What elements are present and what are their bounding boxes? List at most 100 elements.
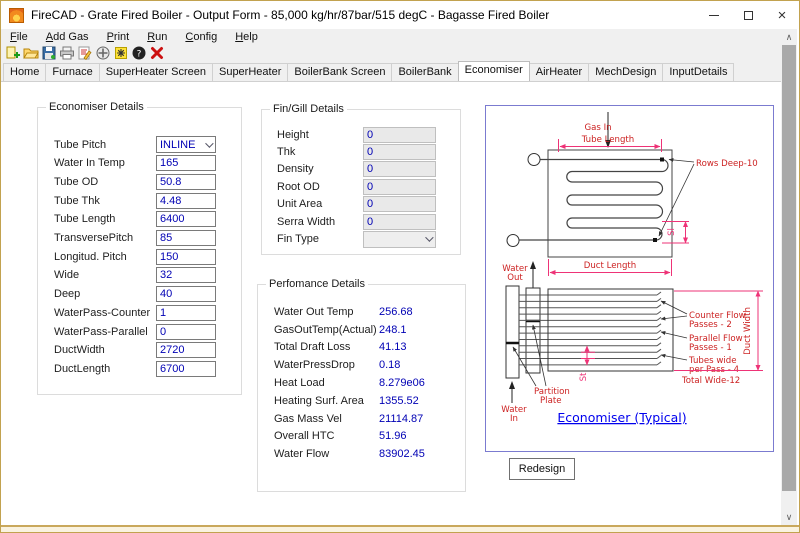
tube-od-input[interactable]	[156, 174, 216, 191]
tab-home[interactable]: Home	[3, 63, 47, 81]
minimize-icon	[709, 14, 719, 16]
menu-file[interactable]: File	[10, 31, 28, 43]
help-icon[interactable]: ?	[130, 45, 148, 61]
print-icon[interactable]	[58, 45, 76, 61]
scroll-down-icon[interactable]: ∨	[785, 511, 793, 522]
water-press-drop-value: 0.18	[379, 359, 401, 372]
redesign-button[interactable]: Redesign	[509, 458, 575, 480]
partition-plate-label-1: Partition	[534, 387, 570, 397]
tab-boilerbank[interactable]: BoilerBank	[391, 63, 459, 81]
water-in-temp-input[interactable]	[156, 155, 216, 172]
tube-pitch-select[interactable]: INLINE	[156, 136, 216, 153]
tab-inputdetails[interactable]: InputDetails	[662, 63, 735, 81]
tab-superheater[interactable]: SuperHeater	[211, 63, 289, 81]
field-row: Height	[277, 126, 454, 143]
counter-flow-label-1: Counter Flow	[689, 311, 746, 321]
field-label: Tube Thk	[54, 194, 100, 207]
fin-unit-area-input	[363, 196, 436, 213]
new-file-icon[interactable]	[4, 45, 22, 61]
scrollbar-thumb[interactable]	[782, 45, 796, 491]
exit-icon[interactable]	[148, 45, 166, 61]
wide-input[interactable]	[156, 267, 216, 284]
partition-plate-label-2: Plate	[540, 396, 562, 406]
menu-print[interactable]: Print	[106, 31, 130, 43]
duct-width-dim-ticks	[674, 290, 763, 371]
field-row: WaterPass-Parallel	[54, 322, 235, 341]
waterpass-parallel-input[interactable]	[156, 323, 216, 340]
menu-config[interactable]: Config	[185, 31, 218, 43]
perf-label: Heat Load	[274, 377, 325, 390]
tab-mechdesign[interactable]: MechDesign	[588, 63, 664, 81]
menu-help[interactable]: Help	[235, 31, 258, 43]
field-label: Tube Pitch	[54, 138, 107, 151]
field-row: Tube Length	[54, 210, 235, 229]
tab-superheater-screen[interactable]: SuperHeater Screen	[98, 63, 213, 81]
menu-run[interactable]: Run	[147, 31, 168, 43]
field-label: Longitud. Pitch	[54, 250, 127, 263]
group-title: Perfomance Details	[266, 278, 368, 290]
tab-furnace[interactable]: Furnace	[45, 63, 100, 81]
water-out-label: Water	[502, 264, 528, 274]
duct-length-input[interactable]	[156, 360, 216, 377]
duct-width-label: Duct Width	[743, 307, 753, 355]
close-button[interactable]: ×	[765, 1, 799, 29]
minimize-button[interactable]	[697, 1, 731, 29]
duct-width-input[interactable]	[156, 342, 216, 359]
field-label: Root OD	[277, 180, 320, 193]
rows-deep-leader-2	[658, 163, 695, 237]
vertical-scrollbar[interactable]: ∧ ∨	[781, 29, 797, 525]
field-row: Thk	[277, 143, 454, 161]
fin-gill-details-group: Fin/Gill Details Height Thk Density Root…	[261, 103, 461, 255]
field-row: Serra Width	[277, 213, 454, 230]
gas-out-temp-value: 248.1	[379, 323, 407, 336]
gas-mass-vel-value: 21114.87	[379, 412, 424, 425]
run-calc-icon[interactable]	[112, 45, 130, 61]
tab-economiser[interactable]: Economiser	[457, 61, 530, 81]
total-draft-loss-value: 41.13	[379, 341, 407, 354]
tube-length-input[interactable]	[156, 211, 216, 228]
tab-airheater[interactable]: AirHeater	[528, 63, 590, 81]
fin-thk-input	[363, 144, 436, 161]
transverse-pitch-input[interactable]	[156, 230, 216, 247]
add-circle-icon[interactable]	[94, 45, 112, 61]
tubes-wide-label-1: Tubes wide	[688, 356, 737, 366]
water-outlet-header-circle	[527, 153, 541, 166]
counter-flow-leader-1	[660, 300, 688, 315]
duct-plan-outline	[547, 288, 674, 372]
open-folder-icon[interactable]	[22, 45, 40, 61]
field-label: Serra Width	[277, 215, 336, 228]
field-row: TransversePitch	[54, 229, 235, 248]
deep-input[interactable]	[156, 286, 216, 303]
field-label: Water In Temp	[54, 157, 125, 170]
scroll-up-icon[interactable]: ∧	[785, 31, 793, 42]
longitudinal-pitch-input[interactable]	[156, 248, 216, 265]
menu-add-gas[interactable]: Add Gas	[45, 31, 89, 43]
field-row: Wide	[54, 266, 235, 285]
field-row: Tube Thk	[54, 191, 235, 210]
economiser-typical-link[interactable]: Economiser (Typical)	[557, 410, 686, 425]
perf-label: WaterPressDrop	[274, 359, 355, 372]
inlet-header	[505, 285, 520, 379]
chevron-down-icon	[420, 232, 435, 247]
waterpass-counter-input[interactable]	[156, 304, 216, 321]
maximize-button[interactable]	[731, 1, 765, 29]
tab-boilerbank-screen[interactable]: BoilerBank Screen	[287, 63, 393, 81]
perf-label: Water Out Temp	[274, 305, 354, 318]
field-row: Tube Pitch INLINE	[54, 135, 235, 154]
fin-height-input	[363, 126, 436, 143]
gas-in-label: Gas In	[584, 123, 611, 133]
tube-length-label: Tube Length	[581, 135, 635, 145]
save-icon[interactable]	[40, 45, 58, 61]
perf-label: Overall HTC	[274, 430, 335, 443]
chevron-down-icon	[200, 137, 215, 152]
group-title: Economiser Details	[46, 101, 147, 113]
svg-text:?: ?	[137, 50, 142, 60]
report-edit-icon[interactable]	[76, 45, 94, 61]
tube-thk-input[interactable]	[156, 192, 216, 209]
field-row: Root OD	[277, 178, 454, 195]
water-out-label-2: Out	[507, 273, 523, 283]
water-out-temp-value: 256.68	[379, 305, 413, 318]
perf-row: Water Out Temp 256.68	[274, 303, 461, 321]
